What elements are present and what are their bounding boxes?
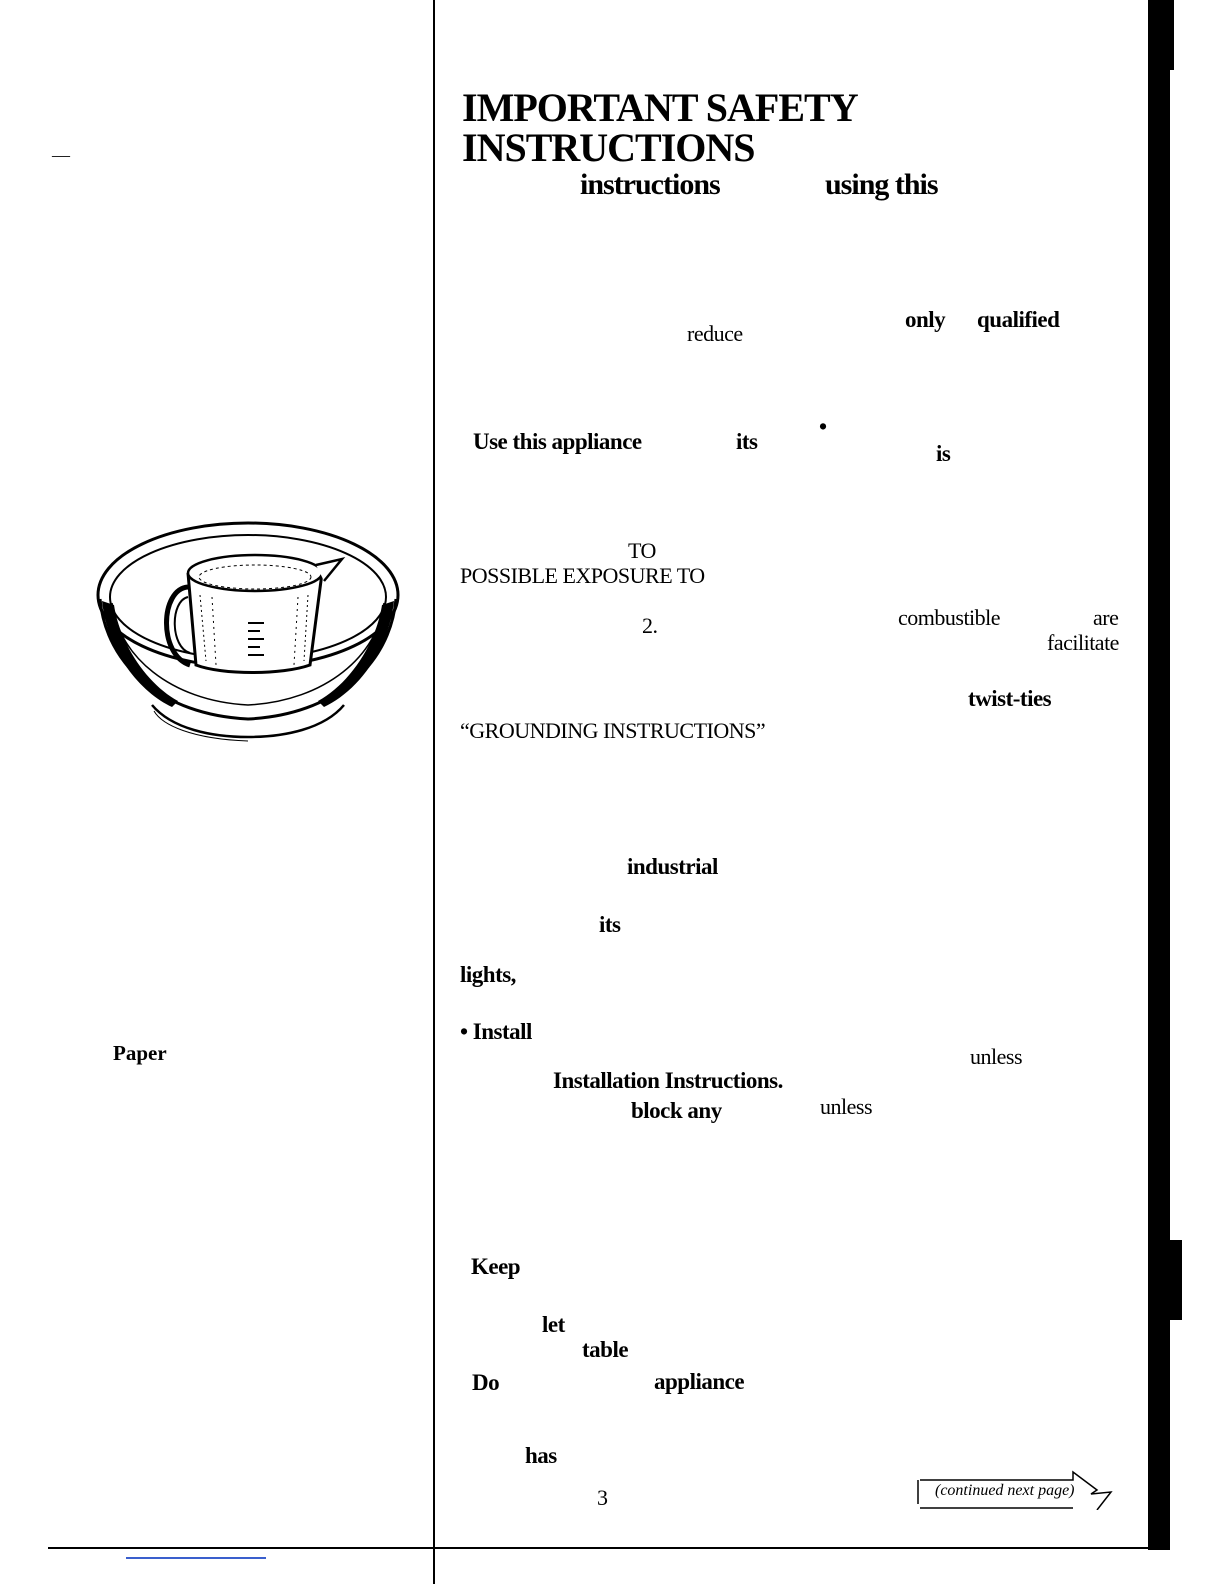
bottom-blue-rule [126,1557,266,1559]
text-block-any: block any [631,1098,722,1123]
text-only: only [905,307,946,332]
text-installation-instructions: Installation Instructions. [553,1068,783,1093]
text-install: • Install [460,1019,532,1044]
page-number: 3 [597,1485,608,1510]
right-edge-bar-main [1148,70,1170,1550]
text-unless-2: unless [820,1094,873,1119]
text-qualified: qualified [977,307,1060,332]
text-reduce: reduce [687,321,743,346]
bottom-rule [48,1547,1148,1549]
text-combustible: combustible [898,605,1001,630]
right-edge-tab [1170,1240,1182,1320]
text-are: are [1093,605,1119,630]
measuring-cup-in-bowl-icon [96,521,400,742]
continued-next-page-text: (continued next page) [935,1482,1075,1499]
text-use-this-appliance: Use this appliance [473,429,642,454]
text-keep: Keep [471,1254,521,1279]
text-two: 2. [642,613,658,638]
column-divider [433,0,435,1584]
text-twist-ties: twist-ties [968,686,1052,711]
text-grounding-instructions: “GROUNDING INSTRUCTIONS” [460,718,766,743]
text-appliance: appliance [654,1369,745,1394]
sidebar-paper-label: Paper [113,1041,167,1065]
continued-arrow-icon [917,1470,1113,1510]
text-its-1: its [736,429,758,454]
text-its-2: its [599,912,621,937]
right-edge-bar-top [1148,0,1174,70]
continued-next-page-marker: (continued next page) [915,1470,1120,1510]
text-facilitate: facilitate [1047,630,1119,655]
text-to: TO [628,538,656,563]
subheading-word-1: instructions [580,168,721,201]
text-unless-1: unless [970,1044,1023,1069]
text-bullet: • [819,414,827,439]
heading-line-2: INSTRUCTIONS [462,125,756,170]
text-possible-exposure: POSSIBLE EXPOSURE TO [460,563,705,588]
text-table: table [582,1337,629,1362]
subheading-word-2: using this [825,168,939,201]
text-industrial: industrial [627,854,718,879]
text-has: has [525,1443,557,1468]
text-let: let [542,1312,565,1337]
text-is: is [936,441,951,466]
heading-line-1: IMPORTANT SAFETY [462,85,859,130]
margin-dash: — [52,145,70,165]
text-do: Do [472,1370,500,1395]
text-lights: lights, [460,962,516,987]
